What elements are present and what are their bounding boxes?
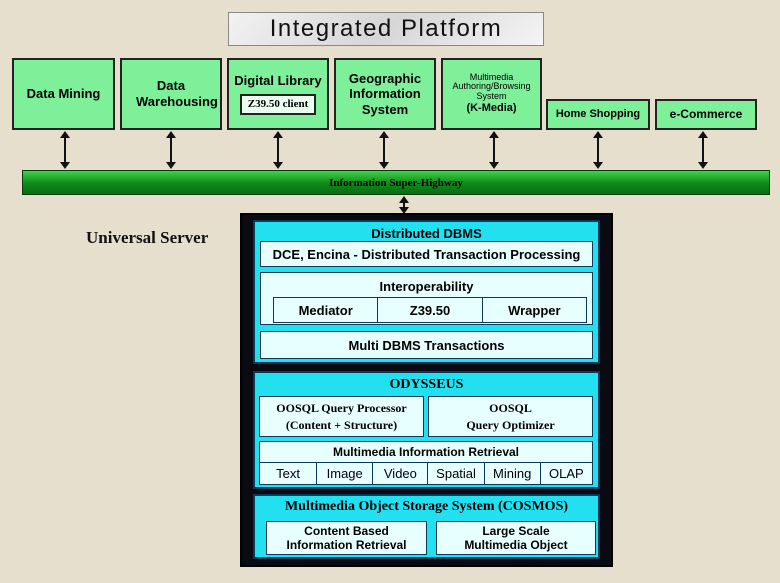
oosql-qp-line1: OOSQL Query Processor (276, 400, 407, 415)
oosql-qp-line2: (Content + Structure) (285, 417, 398, 432)
mir-video-cell: Video (373, 463, 429, 484)
double-arrow-icon (271, 131, 285, 169)
double-arrow-icon (397, 196, 411, 214)
distributed-dbms-title: Distributed DBMS (371, 226, 482, 241)
double-arrow-icon (164, 131, 178, 169)
app-k-media: Multimedia Authoring/Browsing System (K-… (441, 58, 542, 130)
multimedia-ir-title: Multimedia Information Retrieval (332, 445, 520, 459)
dce-encina-box: DCE, Encina - Distributed Transaction Pr… (260, 241, 593, 267)
double-arrow-icon (591, 131, 605, 169)
z3950-cell: Z39.50 (378, 298, 483, 322)
double-arrow-icon (696, 131, 710, 169)
platform-title: Integrated Platform (228, 12, 544, 46)
double-arrow-icon (58, 131, 72, 169)
mir-olap-cell: OLAP (549, 466, 584, 481)
mir-image-cell: Image (317, 463, 374, 484)
cbir-line2: Information Retrieval (286, 538, 407, 552)
app-e-commerce: e-Commerce (655, 99, 757, 130)
lsmo-line2: Multimedia Object (464, 538, 568, 552)
mediator-cell: Mediator (274, 298, 379, 322)
app-label: (K-Media) (466, 102, 517, 115)
odysseus-title: ODYSSEUS (389, 377, 464, 392)
content-based-ir-box: Content Based Information Retrieval (266, 521, 427, 555)
app-label: Data Warehousing (136, 78, 218, 109)
interop-items-row: Mediator Z39.50 Wrapper (273, 297, 587, 323)
app-label-small: Multimedia Authoring/Browsing System (452, 71, 531, 102)
mir-spatial-cell: Spatial (428, 463, 485, 484)
information-highway-bar: Information Super-Highway (22, 170, 770, 195)
oosql-query-optimizer-box: OOSQL Query Optimizer (428, 396, 593, 437)
interoperability-title: Interoperability (379, 279, 474, 294)
app-data-warehousing: Data Warehousing (120, 58, 222, 130)
app-gis: Geographic Information System (334, 58, 436, 130)
app-label: e-Commerce (669, 107, 743, 122)
app-label: Data Mining (26, 86, 101, 102)
cosmos-title: Multimedia Object Storage System (COSMOS… (284, 499, 569, 514)
app-data-mining: Data Mining (12, 58, 115, 130)
double-arrow-icon (377, 131, 391, 169)
multi-dbms-box: Multi DBMS Transactions (260, 331, 593, 359)
lsmo-line1: Large Scale (482, 524, 550, 538)
mir-mining-cell: Mining (485, 463, 541, 484)
app-digital-library: Digital Library Z39.50 client (227, 58, 329, 130)
large-scale-multimedia-box: Large Scale Multimedia Object (436, 521, 596, 555)
app-label: Geographic Information System (348, 70, 422, 117)
app-home-shopping: Home Shopping (546, 99, 650, 130)
app-label: Home Shopping (555, 107, 641, 120)
z3950-client-box: Z39.50 client (239, 94, 317, 116)
double-arrow-icon (487, 131, 501, 169)
app-label: Digital Library (234, 72, 322, 88)
wrapper-cell: Wrapper (508, 302, 561, 318)
oosql-query-processor-box: OOSQL Query Processor (Content + Structu… (259, 396, 424, 437)
universal-server-label: Universal Server (86, 228, 209, 247)
cbir-line1: Content Based (304, 524, 389, 538)
mir-items-row: Text Image Video Spatial Mining OLAP (259, 462, 593, 485)
mir-text-cell: Text (260, 463, 318, 484)
oosql-qo-line1: OOSQL (489, 400, 532, 415)
oosql-qo-line2: Query Optimizer (466, 417, 555, 432)
